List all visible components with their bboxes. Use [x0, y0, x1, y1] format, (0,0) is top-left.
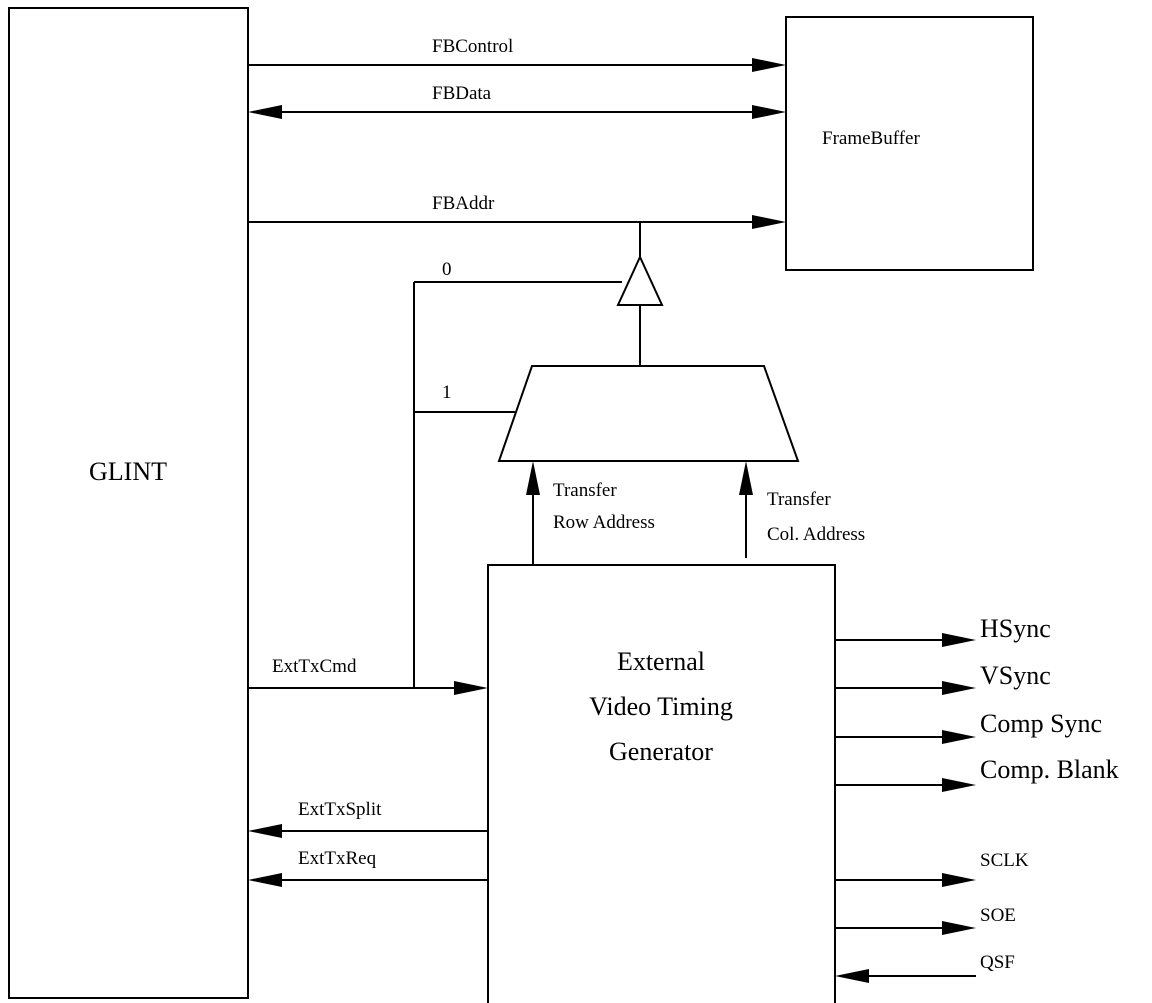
qsf-arrowhead	[835, 969, 869, 983]
exttxsplit-arrowhead	[248, 824, 282, 838]
sclk-label: SCLK	[980, 850, 1029, 871]
evtg-label-line3: Generator	[609, 737, 713, 766]
fbdata-arrowhead-left	[248, 105, 282, 119]
comp-blank-label: Comp. Blank	[980, 755, 1119, 784]
hsync-arrowhead	[942, 633, 976, 647]
transfer-row-label-line2: Row Address	[553, 512, 655, 533]
glint-block	[8, 7, 249, 999]
transfer-col-label-line2: Col. Address	[767, 524, 865, 545]
fbaddr-label: FBAddr	[432, 193, 495, 214]
fbaddr-arrowhead	[752, 215, 786, 229]
soe-label: SOE	[980, 905, 1016, 926]
transfer-col-label-line1: Transfer	[767, 489, 831, 510]
framebuffer-block	[785, 16, 1034, 271]
vsync-label: VSync	[980, 661, 1051, 690]
comp-sync-label: Comp Sync	[980, 709, 1102, 738]
evtg-label-line1: External	[617, 647, 705, 676]
fbdata-arrowhead-right	[752, 105, 786, 119]
exttxsplit-label: ExtTxSplit	[298, 799, 382, 820]
vsync-arrowhead	[942, 681, 976, 695]
soe-arrowhead	[942, 921, 976, 935]
exttxcmd-arrowhead	[454, 681, 488, 695]
mux-input-0-label: 0	[442, 259, 452, 280]
hsync-label: HSync	[980, 614, 1051, 643]
glint-label: GLINT	[89, 457, 167, 486]
evtg-label-line2: Video Timing	[589, 692, 733, 721]
transfer-col-arrowhead	[739, 461, 753, 495]
address-multiplexer	[497, 365, 800, 462]
comp-sync-arrowhead	[942, 730, 976, 744]
fbcontrol-arrowhead	[752, 58, 786, 72]
transfer-row-arrowhead	[526, 461, 540, 495]
qsf-label: QSF	[980, 952, 1015, 973]
transfer-row-label-line1: Transfer	[553, 480, 617, 501]
buffer-triangle	[616, 254, 664, 306]
framebuffer-label: FrameBuffer	[822, 128, 920, 149]
fbcontrol-label: FBControl	[432, 36, 513, 57]
mux-input-1-label: 1	[442, 382, 452, 403]
fbdata-label: FBData	[432, 83, 492, 104]
exttxreq-label: ExtTxReq	[298, 848, 377, 869]
exttxcmd-label: ExtTxCmd	[272, 656, 357, 677]
exttxreq-arrowhead	[248, 873, 282, 887]
comp-blank-arrowhead	[942, 778, 976, 792]
sclk-arrowhead	[942, 873, 976, 887]
video-timing-generator-block	[487, 564, 836, 1003]
